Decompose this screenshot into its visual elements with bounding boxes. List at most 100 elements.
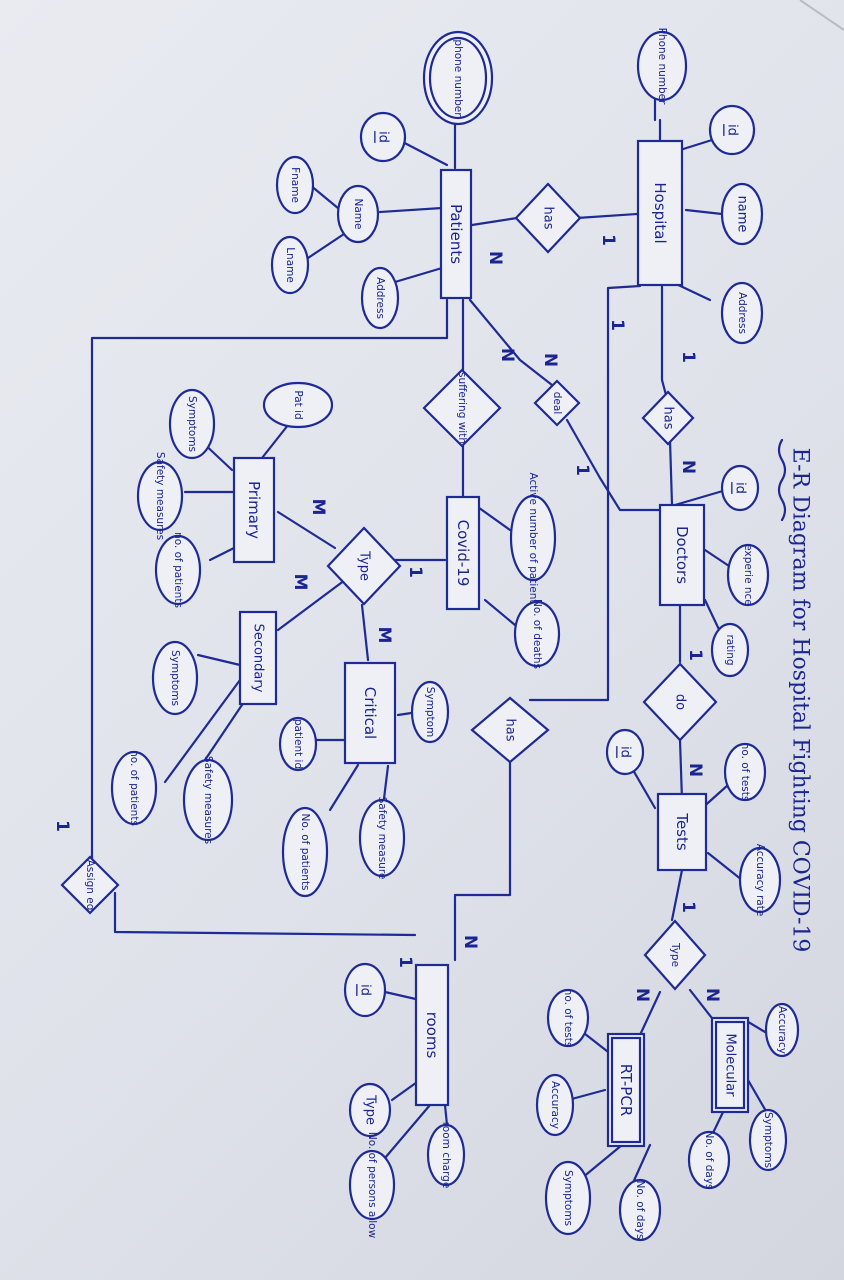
svg-text:name: name [735, 196, 750, 233]
svg-text:no. of patients: no. of patients [128, 750, 140, 826]
svg-text:rating: rating [724, 634, 736, 665]
entity-critical: Critical [343, 661, 397, 765]
attr-hospital-phone: Phone number [636, 28, 688, 106]
svg-text:Name: Name [352, 199, 364, 230]
relationship-has-patients-label: has [541, 207, 556, 230]
relationship-type-tests-label: Type [669, 942, 681, 967]
entity-secondary: Secondary [238, 610, 278, 706]
attr-doctor-id: id [720, 464, 760, 512]
relationship-do-label: do [673, 694, 688, 710]
svg-text:phone number: phone number [452, 39, 464, 117]
svg-text:Symptoms: Symptoms [186, 396, 198, 452]
svg-text:No. of patients: No. of patients [299, 813, 311, 890]
attr-molecular-symptoms: Symptoms [748, 1108, 788, 1172]
attr-critical-safety: Safety measure [358, 797, 406, 879]
card-hr-n: N [460, 935, 480, 949]
svg-text:no. of patients: no. of patients [172, 532, 184, 608]
relationship-assigned-label: Assign ed [84, 860, 96, 911]
attr-room-type: Type [348, 1082, 392, 1138]
entity-rooms-label: rooms [423, 1012, 441, 1059]
svg-text:No. of days: No. of days [634, 1180, 646, 1239]
attr-covid-deaths: No. of deaths [513, 599, 561, 669]
svg-text:id: id [376, 131, 391, 143]
attr-rtpcr-nodays: No. of days [618, 1178, 662, 1242]
card-rt-n: N [632, 988, 652, 1002]
entity-primary-label: Primary [245, 481, 263, 539]
card-hd-n: N [678, 460, 698, 474]
svg-text:Safety measures: Safety measures [154, 452, 166, 540]
relationship-has-rooms: has [470, 696, 550, 764]
svg-text:id: id [733, 482, 748, 494]
card-deal-n: N [540, 353, 560, 367]
relationship-type-covid: Type [326, 526, 402, 606]
relationship-suffering-label: suffering with [456, 372, 468, 444]
relationship-has-rooms-label: has [503, 719, 518, 742]
relationship-type-covid-label: Type [357, 550, 372, 581]
entity-hospital: Hospital [636, 139, 684, 287]
attr-primary-symptoms: Symptoms [168, 388, 216, 460]
attr-rtpcr-accuracy: Accuracy [535, 1073, 575, 1137]
entity-patients: Patients [439, 168, 473, 300]
attr-patient-address: Address [360, 266, 400, 330]
relationship-type-tests: Type [643, 919, 707, 991]
attr-room-persons: No. of persons allow [348, 1132, 396, 1239]
entity-patients-label: Patients [447, 204, 465, 264]
attr-hospital-id: id [708, 104, 756, 156]
attr-secondary-symptoms: Symptoms [151, 640, 199, 716]
attr-critical-nopatients: No. of patients [281, 806, 329, 898]
attr-primary-safety: Safety measures [136, 452, 184, 540]
svg-text:Safety measures: Safety measures [202, 756, 214, 844]
attr-patient-id: id [359, 111, 407, 163]
relationship-deal-label: deal [551, 392, 563, 414]
attr-room-id: id [343, 962, 387, 1018]
attr-critical-symptom: Symptom [410, 680, 450, 744]
attr-doctor-experience: experie nce [726, 543, 770, 607]
relationship-deal: deal [533, 379, 581, 427]
entity-rtpcr: RT-PCR [606, 1032, 646, 1148]
svg-text:No. of persons allow: No. of persons allow [366, 1132, 378, 1239]
relationship-suffering-with: suffering with [422, 368, 502, 448]
svg-text:experie nce: experie nce [742, 544, 754, 606]
entity-doctors-label: Doctors [673, 526, 691, 584]
card-hd-1: 1 [678, 351, 698, 363]
card-do-1: 1 [685, 649, 705, 661]
attr-patient-phone: phone number [422, 30, 494, 126]
entity-covid: Covid-19 [445, 495, 481, 611]
attr-hospital-address: Address [720, 281, 764, 345]
svg-text:no. of tests: no. of tests [562, 989, 574, 1048]
entity-primary: Primary [232, 456, 276, 564]
relationship-has-patients: has [514, 182, 582, 254]
svg-text:Active number of patient: Active number of patient [527, 473, 539, 604]
attr-secondary-safety: Safety measures [182, 756, 234, 844]
svg-text:No. of days: No. of days [703, 1130, 715, 1189]
entity-secondary-label: Secondary [251, 624, 266, 693]
entity-hospital-label: Hospital [651, 182, 669, 243]
svg-text:No. of deaths: No. of deaths [531, 599, 543, 669]
svg-text:Symptom: Symptom [424, 687, 436, 738]
card-ps-n: N [497, 348, 517, 362]
attr-room-charge: room charge [426, 1122, 466, 1188]
attr-molecular-accuracy: Accuracy [764, 1002, 800, 1058]
svg-text:Symptoms: Symptoms [169, 650, 181, 706]
svg-text:id: id [358, 984, 373, 996]
entity-tests-label: Tests [673, 812, 691, 851]
svg-text:Symptoms: Symptoms [562, 1170, 574, 1226]
svg-text:id: id [618, 746, 633, 758]
card-hp-1: 1 [598, 234, 618, 246]
card-prim-m: M [308, 499, 328, 516]
attr-primary-patid: Pat id [262, 381, 334, 429]
relationship-do: do [642, 662, 718, 742]
card-do-n: N [685, 763, 705, 777]
attr-tests-accuracy: Accuracy rate [738, 844, 782, 916]
entity-rtpcr-label: RT-PCR [617, 1064, 635, 1116]
attr-patient-fname: Fname [275, 155, 315, 215]
attr-rtpcr-symptoms: Symptoms [544, 1160, 592, 1236]
attr-secondary-nopatients: no. of patients [110, 750, 158, 826]
card-as-1: 1 [52, 820, 72, 832]
card-mol-n: N [702, 988, 722, 1002]
card-hr-1: 1 [395, 956, 415, 968]
attr-covid-active-patients: Active number of patient [509, 473, 557, 604]
svg-text:Phone number: Phone number [656, 28, 668, 106]
